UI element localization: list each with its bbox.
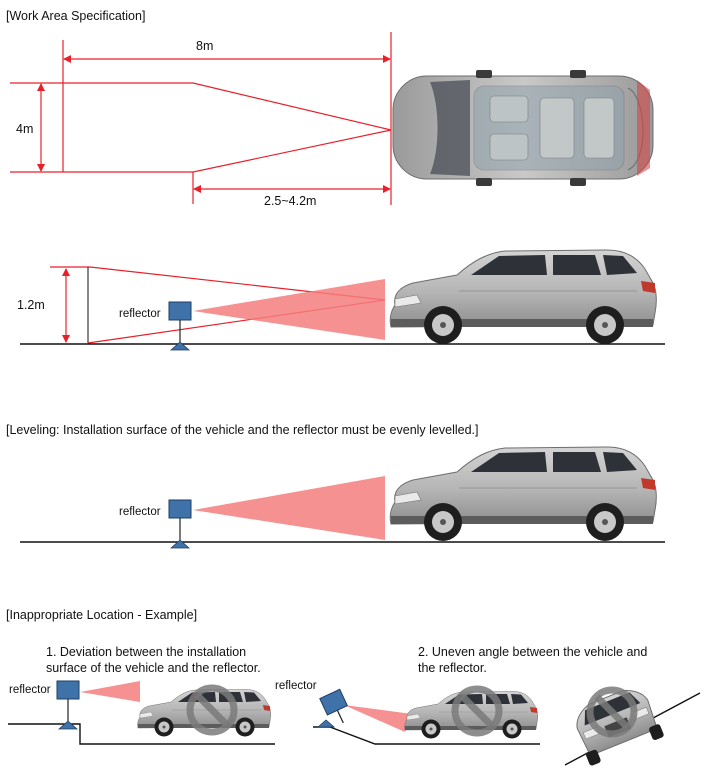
height-side-view — [20, 249, 665, 351]
vehicle-side-view — [389, 249, 657, 345]
width-dimension-label: 4m — [16, 122, 34, 136]
example-deviation-diagram — [8, 680, 275, 745]
reflector-label: reflector — [119, 308, 161, 320]
reflector-label: reflector — [9, 684, 51, 696]
vehicle-side-view — [389, 446, 657, 542]
reflector-stand — [168, 301, 192, 351]
height-dimension-label: 1.2m — [17, 298, 45, 312]
length-dimension-label: 8m — [196, 39, 214, 53]
leveling-heading: [Leveling: Installation surface of the v… — [6, 423, 479, 437]
example-1-line-2: surface of the vehicle and the reflector… — [46, 661, 261, 675]
example-uneven-angle-diagram — [313, 683, 701, 766]
inappropriate-heading: [Inappropriate Location - Example] — [6, 608, 198, 622]
example-2-line-1: 2. Uneven angle between the vehicle and — [418, 645, 648, 659]
reflector-stand — [56, 680, 80, 730]
vehicle-top-view — [392, 70, 654, 186]
vehicle-front-view-tilted — [576, 690, 664, 766]
work-area-heading: [Work Area Specification] — [6, 9, 146, 23]
reflector-stand — [168, 499, 192, 549]
distance-dimension-label: 2.5~4.2m — [264, 194, 317, 208]
example-2-line-2: the reflector. — [418, 661, 487, 675]
leveling-side-view — [20, 446, 665, 549]
example-1-line-1: 1. Deviation between the installation — [46, 645, 247, 659]
reflector-label: reflector — [119, 506, 161, 518]
work-area-top-view — [10, 32, 654, 205]
reflector-stand — [319, 688, 349, 724]
reflector-label: reflector — [275, 680, 317, 692]
